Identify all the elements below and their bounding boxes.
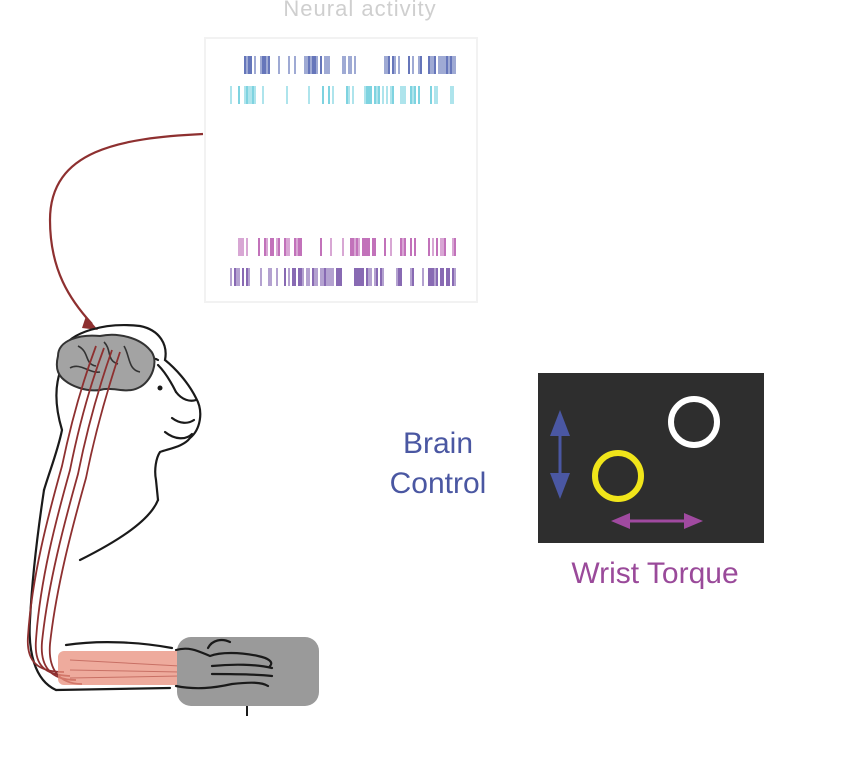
screen-background [538,373,764,543]
raster-rows [230,56,456,286]
target-circle [668,396,720,448]
task-screen [538,373,764,543]
forearm-muscle [58,651,186,685]
vertical-double-arrow-icon [550,410,570,499]
raster-row [232,146,456,164]
neural-activity-title: Neural activity [283,0,437,21]
signal-cable [48,132,204,325]
wrist-manipulandum [177,637,319,706]
neural-raster [204,37,478,303]
raster-frame [204,37,478,303]
wrist-torque-label: Wrist Torque [571,557,739,590]
brain-icon [55,333,156,392]
raster-row [230,86,454,104]
raster-row [238,238,456,256]
raster-row [240,176,446,194]
cable-arrowhead [82,316,98,330]
raster-row [236,116,456,134]
horizontal-double-arrow-icon [611,513,703,529]
raster-row [230,206,452,224]
brain-control-label: Brain Control [389,427,487,500]
cursor-circle [592,450,644,502]
hand-icon [174,638,274,690]
raster-row [230,268,456,286]
raster-row [244,56,456,74]
nerve-wires [26,345,121,685]
